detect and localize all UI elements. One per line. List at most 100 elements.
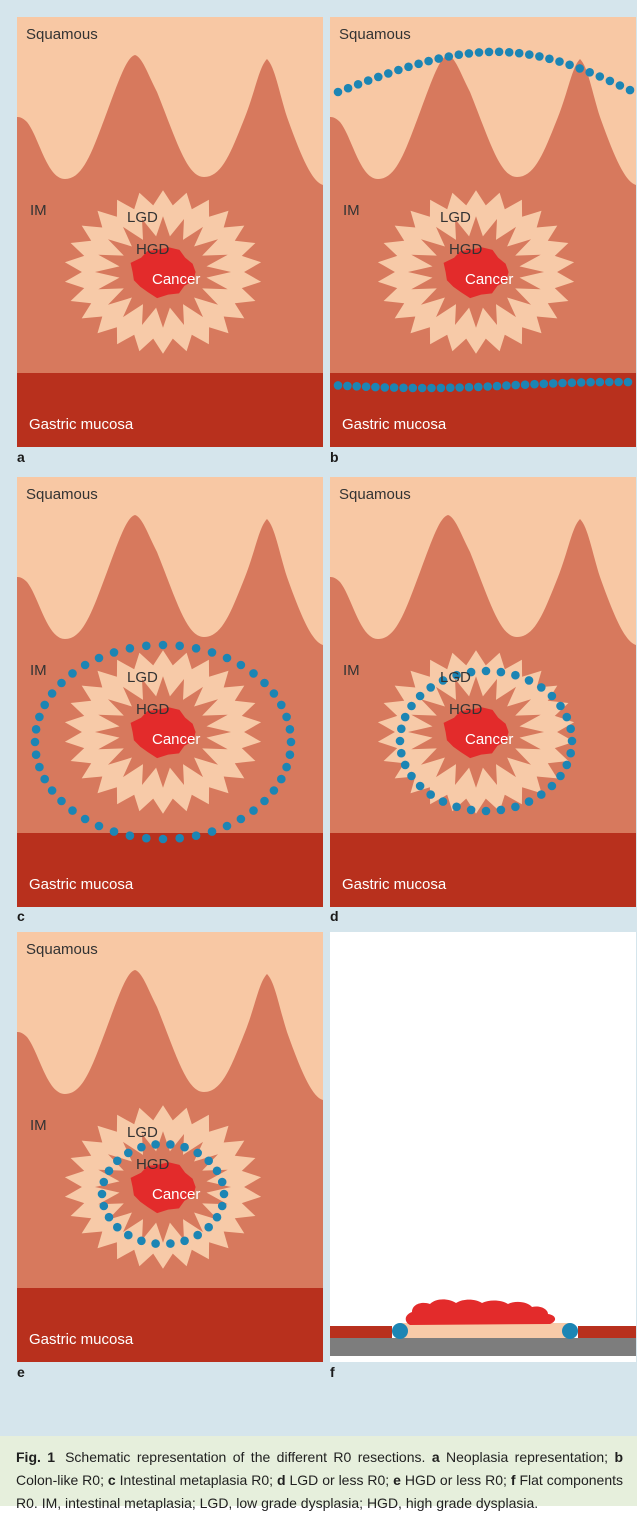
im-label: IM: [30, 203, 47, 218]
resection-margin-dot: [565, 61, 574, 70]
resection-margin-dot: [606, 77, 615, 86]
resection-margin-dot: [362, 382, 371, 391]
caption-intro: Schematic representation of the differen…: [65, 1449, 425, 1465]
resection-margin-dot: [427, 384, 436, 393]
resection-margin-dot: [495, 48, 504, 57]
resection-margin-dot: [482, 667, 491, 676]
resection-margin-dot: [166, 1140, 175, 1149]
resection-margin-dot: [124, 1231, 133, 1240]
resection-margin-dot: [68, 806, 77, 815]
resection-margin-dot: [208, 827, 217, 836]
resection-margin-dot: [424, 57, 433, 66]
hgd-label: HGD: [136, 242, 169, 257]
resection-margin-dot: [455, 50, 464, 59]
tissue-diagram: [330, 477, 636, 907]
resection-margin-dot: [482, 807, 491, 816]
resection-margin-dot: [384, 69, 393, 78]
resection-margin-dot: [530, 380, 539, 389]
resection-margin-dot: [223, 654, 232, 663]
resection-margin-dot: [556, 702, 565, 711]
resection-margin-dot: [192, 831, 201, 840]
caption-key-e: e: [393, 1472, 401, 1488]
resection-margin-dot: [159, 641, 168, 650]
panel-label-a: a: [17, 449, 25, 465]
tissue-diagram: [17, 477, 323, 907]
resection-margin-dot: [35, 763, 44, 772]
resection-margin-dot: [32, 750, 41, 759]
resection-margin-dot: [237, 661, 246, 670]
resection-margin-dot: [364, 76, 373, 85]
resection-margin-dot: [151, 1140, 160, 1149]
resection-margin-dot: [287, 738, 296, 747]
gastric-mucosa-label: Gastric mucosa: [29, 1332, 133, 1347]
resection-margin-dot: [416, 782, 425, 791]
cancer-label: Cancer: [152, 272, 200, 287]
resection-margin-dot: [204, 1223, 213, 1232]
resection-margin-dot: [626, 86, 635, 95]
resection-margin-dot: [624, 378, 633, 387]
resection-margin-dot: [151, 1239, 160, 1248]
margin-dot-right: [562, 1323, 578, 1339]
squamous-label: Squamous: [26, 487, 98, 502]
im-label: IM: [30, 663, 47, 678]
resection-margin-dot: [426, 790, 435, 799]
resection-margin-dot: [397, 749, 406, 758]
resection-margin-dot: [126, 831, 135, 840]
cancer-label: Cancer: [152, 732, 200, 747]
resection-margin-dot: [616, 81, 625, 90]
resection-margin-dot: [175, 834, 184, 843]
flat-cancer-lesion: [406, 1299, 555, 1325]
resection-margin-dot: [525, 797, 534, 806]
resection-margin-dot: [525, 676, 534, 685]
caption-key-a: a: [432, 1449, 440, 1465]
resection-margin-dot: [502, 381, 511, 390]
panel-label-e: e: [17, 1364, 25, 1380]
resection-margin-dot: [282, 763, 291, 772]
resection-margin-dot: [407, 772, 416, 781]
resection-margin-dot: [563, 761, 572, 770]
resection-margin-dot: [48, 786, 57, 795]
resection-margin-dot: [371, 383, 380, 392]
resection-margin-dot: [374, 73, 383, 82]
resection-margin-dot: [549, 379, 558, 388]
hgd-label: HGD: [136, 702, 169, 717]
resection-margin-dot: [110, 827, 119, 836]
im-label: IM: [30, 1118, 47, 1133]
resection-margin-dot: [474, 383, 483, 392]
gastric-mucosa-layer: [17, 1288, 323, 1362]
resection-margin-dot: [540, 380, 549, 389]
resection-margin-dot: [586, 378, 595, 387]
resection-margin-dot: [40, 701, 49, 710]
gastric-mucosa-layer: [330, 833, 636, 907]
resection-margin-dot: [511, 803, 520, 812]
resection-margin-dot: [193, 1231, 202, 1240]
resection-margin-dot: [126, 644, 135, 653]
resection-margin-dot: [208, 648, 217, 657]
resection-margin-dot: [110, 648, 119, 657]
resection-margin-dot: [414, 60, 423, 69]
panel-f-flat-r0: [330, 932, 636, 1362]
squamous-label: Squamous: [26, 942, 98, 957]
resection-margin-dot: [566, 725, 575, 734]
resection-margin-dot: [95, 654, 104, 663]
resection-margin-dot: [515, 49, 524, 58]
resection-margin-dot: [277, 701, 286, 710]
resection-margin-dot: [57, 679, 66, 688]
resection-margin-dot: [137, 1237, 146, 1246]
lgd-label: LGD: [127, 670, 158, 685]
gastric-mucosa-label: Gastric mucosa: [342, 877, 446, 892]
resection-margin-dot: [142, 642, 151, 651]
resection-margin-dot: [445, 52, 454, 61]
resection-margin-dot: [344, 84, 353, 93]
resection-margin-dot: [286, 750, 295, 759]
resection-margin-dot: [113, 1157, 122, 1166]
panel-d-lgd-r0: SquamousIMLGDHGDCancerGastric mucosa: [330, 477, 636, 907]
resection-margin-dot: [68, 669, 77, 678]
resection-margin-dot: [568, 378, 577, 387]
lgd-label: LGD: [440, 670, 471, 685]
resection-margin-dot: [397, 725, 406, 734]
resection-margin-dot: [605, 378, 614, 387]
resection-margin-dot: [545, 55, 554, 64]
resection-margin-dot: [218, 1178, 227, 1187]
